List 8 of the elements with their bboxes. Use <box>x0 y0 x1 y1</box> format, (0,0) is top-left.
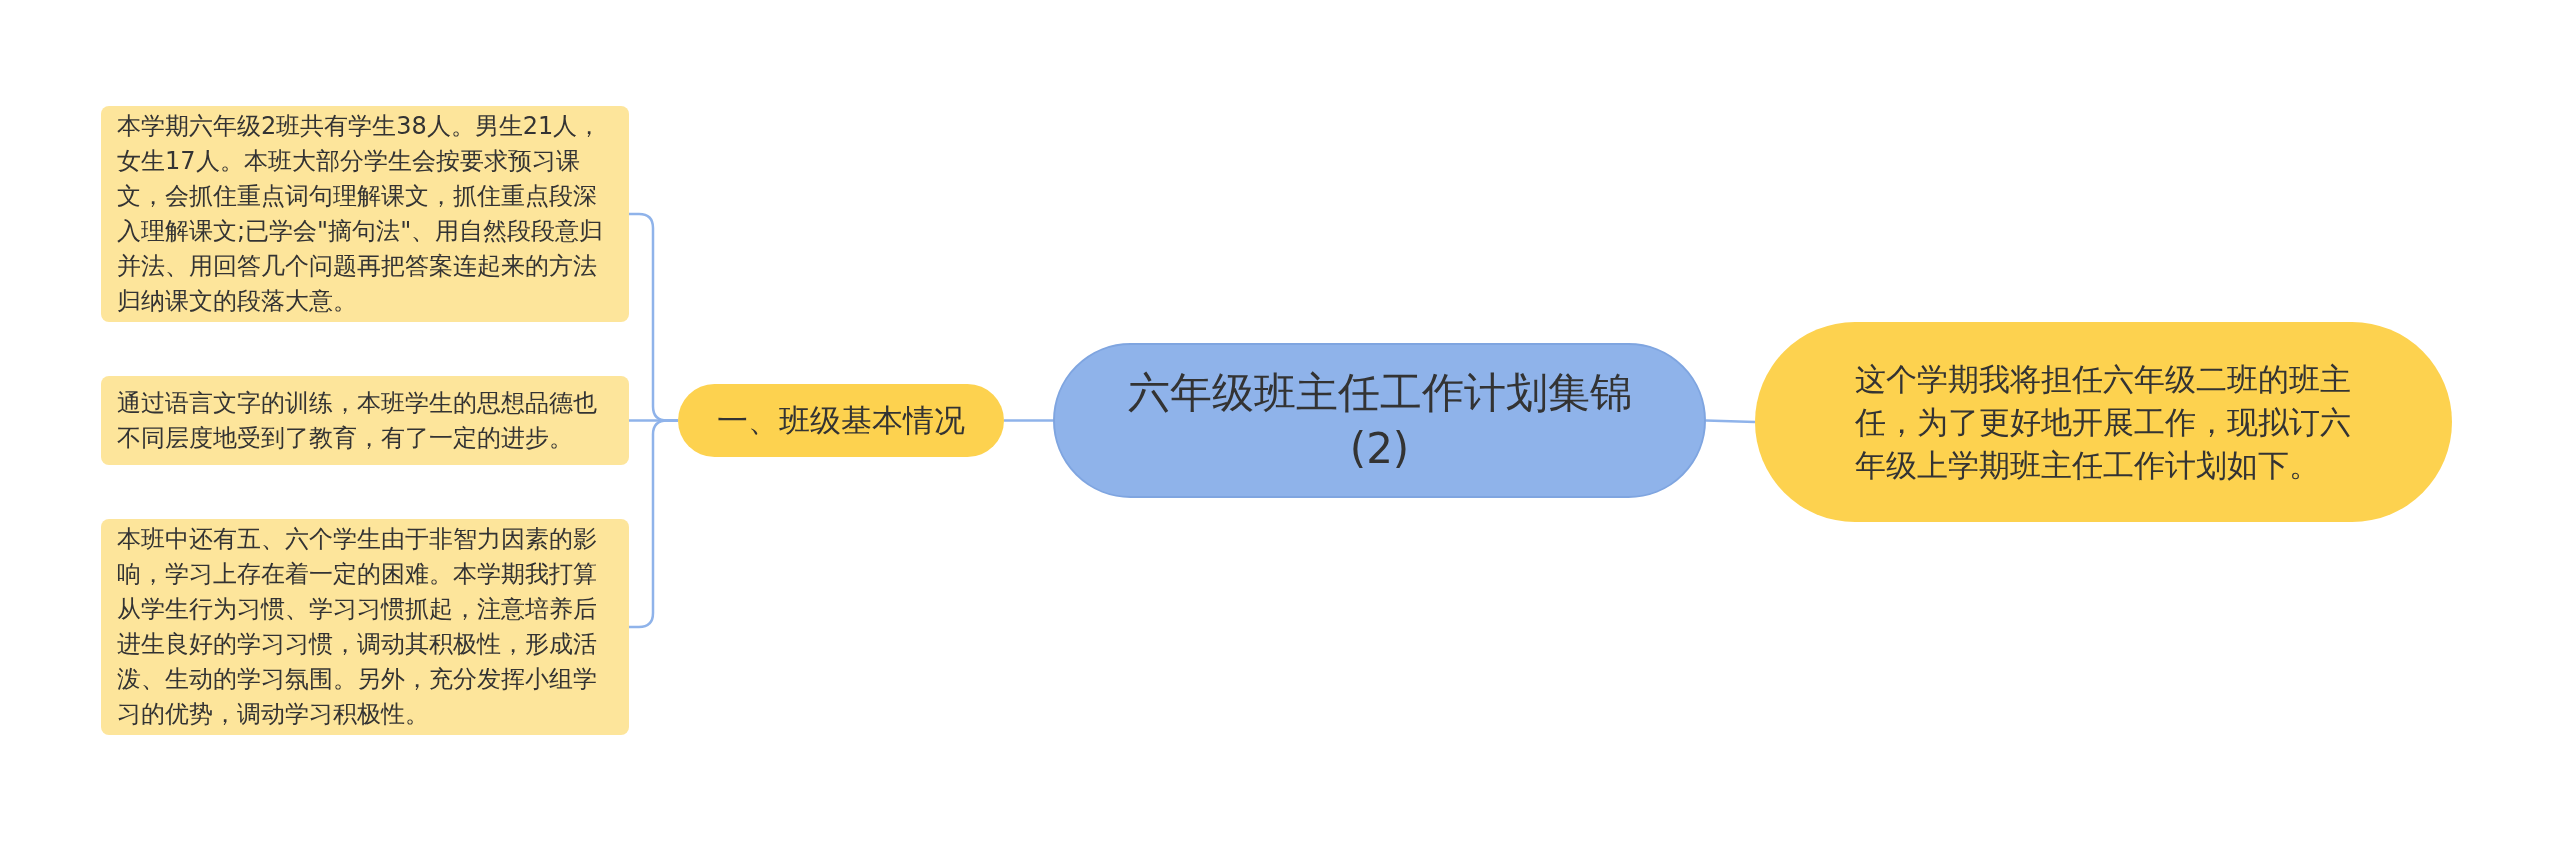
note-box: 本学期六年级2班共有学生38人。男生21人，女生17人。本班大部分学生会按要求预习课文，会抓住重点词句理解课文，抓住重点段深入理解课文;已学会"摘句法"、用自然段段意归并法、用回答几个问题再把答案连起来的方法归纳课文的段落大意。 <box>101 106 629 322</box>
branch-box: 一、班级基本情况 <box>678 384 1004 457</box>
intro-box: 这个学期我将担任六年级二班的班主任，为了更好地开展工作，现拟订六年级上学期班主任工作计划如下。 <box>1755 322 2452 522</box>
topic-box: 六年级班主任工作计划集锦(2) <box>1053 343 1706 498</box>
note-box: 通过语言文字的训练，本班学生的思想品德也不同层度地受到了教育，有了一定的进步。 <box>101 376 629 465</box>
note-box: 本班中还有五、六个学生由于非智力因素的影响，学习上存在着一定的困难。本学期我打算从学生行为习惯、学习习惯抓起，注意培养后进生良好的学习习惯，调动其积极性，形成活泼、生动的学习氛围。另外，充分发挥小组学习的优势，调动学习积极性。 <box>101 519 629 735</box>
connector-line <box>1705 419 1756 424</box>
connector-line <box>1004 419 1053 422</box>
